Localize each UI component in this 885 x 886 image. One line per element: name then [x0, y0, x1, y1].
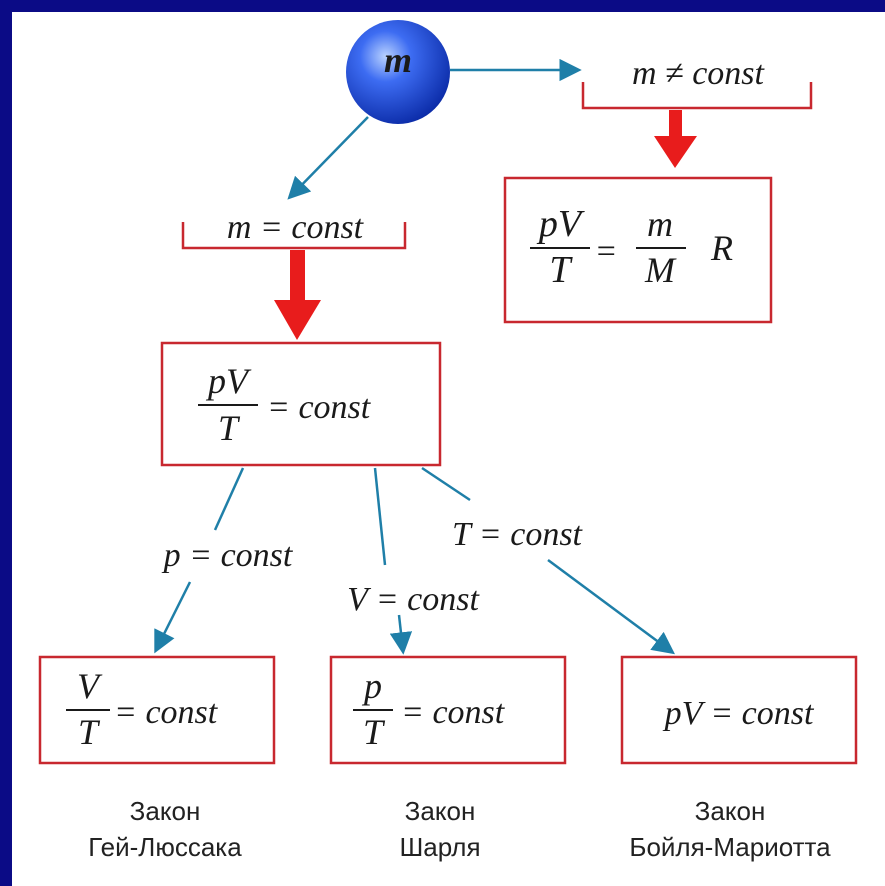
combined-gas-law: pV T = const	[160, 341, 442, 467]
charles-caption-line2: Шарля	[399, 832, 480, 862]
general-gas-equation: pV T = m M R	[503, 176, 773, 324]
general-rhs-denominator: M	[644, 250, 677, 290]
isochoric-law-box: p T = const	[329, 655, 567, 765]
mass-symbol: m	[384, 40, 412, 80]
isochoric-numerator: p	[361, 666, 382, 706]
general-denominator: T	[549, 249, 573, 291]
isobaric-law-box: V T = const	[38, 655, 276, 765]
v-const-label: V = const	[347, 581, 480, 618]
constant-mass-label: m = const	[227, 209, 365, 246]
boyle-caption-line2: Бойля-Мариотта	[629, 832, 831, 862]
line-to-p-const	[213, 467, 245, 531]
gay-lussac-caption-line2: Гей-Люссака	[88, 832, 242, 862]
gay-lussac-caption-line1: Закон	[130, 796, 201, 826]
general-numerator: pV	[536, 203, 585, 245]
general-gas-constant: R	[710, 228, 733, 268]
charles-caption-line1: Закон	[405, 796, 476, 826]
isobaric-rhs: = const	[114, 694, 219, 731]
isothermal-formula: pV = const	[663, 695, 815, 732]
isothermal-law-box: pV = const	[620, 655, 858, 765]
general-rhs-numerator: m	[647, 204, 673, 244]
constant-mass-condition: m = const	[181, 209, 407, 250]
arrow-to-isothermal	[547, 558, 676, 655]
combined-rhs: = const	[267, 389, 372, 426]
isobaric-numerator: V	[77, 666, 103, 706]
constant-mass-bracket	[181, 222, 407, 250]
varying-mass-condition: m ≠ const	[581, 55, 813, 110]
isobaric-denominator: T	[78, 712, 101, 752]
mass-sphere: m	[346, 20, 450, 124]
arrow-to-isobaric	[154, 581, 192, 654]
red-arrow-varying	[654, 110, 697, 168]
arrow-to-constant-mass	[287, 116, 369, 200]
general-equals: =	[595, 233, 618, 270]
t-const-label: T = const	[452, 516, 584, 553]
isochoric-rhs: = const	[401, 694, 506, 731]
line-to-t-const	[421, 466, 471, 502]
combined-denominator: T	[218, 408, 241, 448]
red-arrow-constant	[274, 250, 321, 340]
p-const-label: p = const	[162, 537, 294, 574]
isochoric-denominator: T	[363, 712, 386, 752]
arrow-to-isochoric	[389, 614, 413, 655]
combined-numerator: pV	[205, 361, 252, 401]
boyle-caption-line1: Закон	[695, 796, 766, 826]
line-to-v-const	[373, 467, 387, 566]
varying-mass-bracket	[581, 82, 813, 110]
varying-mass-label: m ≠ const	[632, 55, 766, 92]
